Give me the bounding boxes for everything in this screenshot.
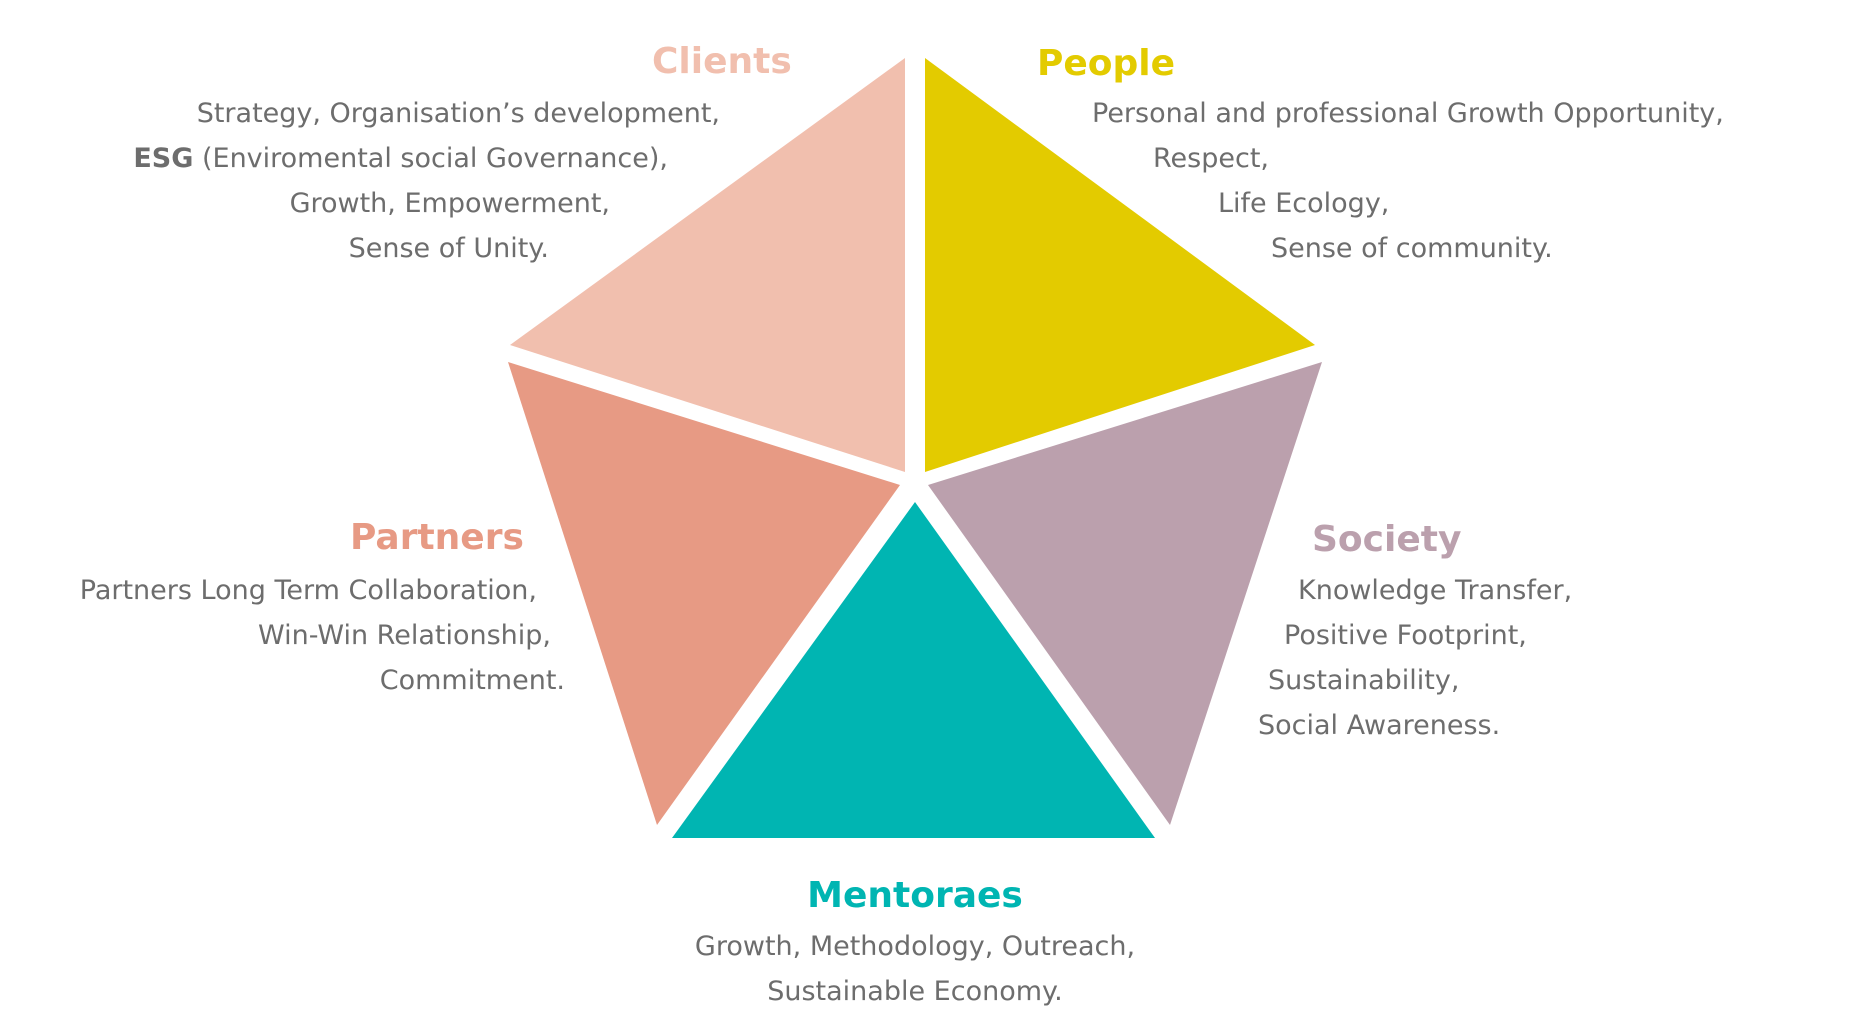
mentoraes-line-2: Sustainable Economy. [767,976,1063,1007]
clients-title: Clients [652,41,792,82]
clients-line-4: Sense of Unity. [348,233,549,264]
mentoraes-description: Growth, Methodology, Outreach, Sustainab… [0,924,1830,1014]
people-line-3: Life Ecology, [1218,188,1390,219]
clients-line-2-text: (Enviromental social Governance), [193,143,668,174]
society-segment [928,362,1322,825]
people-line-1: Personal and professional Growth Opportu… [1092,98,1724,129]
society-line-2: Positive Footprint, [1284,620,1527,651]
mentoraes-segment [672,502,1155,838]
society-title: Society [1312,519,1462,560]
clients-description: Strategy, Organisation’s development, ES… [133,91,720,271]
people-title: People [1037,43,1176,84]
partners-line-2: Win-Win Relationship, [258,620,551,651]
society-line-4: Social Awareness. [1258,710,1501,741]
partners-line-3: Commitment. [379,665,565,696]
clients-line-1: Strategy, Organisation’s development, [196,98,720,129]
partners-segment [508,362,900,825]
partners-line-1: Partners Long Term Collaboration, [79,575,537,606]
mentoraes-title: Mentoraes [807,875,1023,916]
people-segment [925,58,1315,472]
people-line-4: Sense of community. [1271,233,1553,264]
society-line-3: Sustainability, [1268,665,1460,696]
society-description: Knowledge Transfer, Positive Footprint, … [1258,568,1572,748]
society-line-1: Knowledge Transfer, [1298,575,1573,606]
clients-line-2: ESG (Enviromental social Governance), [133,136,668,181]
partners-title: Partners [350,517,524,558]
clients-esg-label: ESG [133,143,194,174]
clients-segment [510,58,905,472]
clients-line-3: Growth, Empowerment, [289,188,610,219]
people-description: Personal and professional Growth Opportu… [1092,91,1724,271]
mentoraes-line-1: Growth, Methodology, Outreach, [694,931,1136,962]
people-line-2: Respect, [1153,143,1269,174]
partners-description: Partners Long Term Collaboration, Win-Wi… [80,568,565,703]
